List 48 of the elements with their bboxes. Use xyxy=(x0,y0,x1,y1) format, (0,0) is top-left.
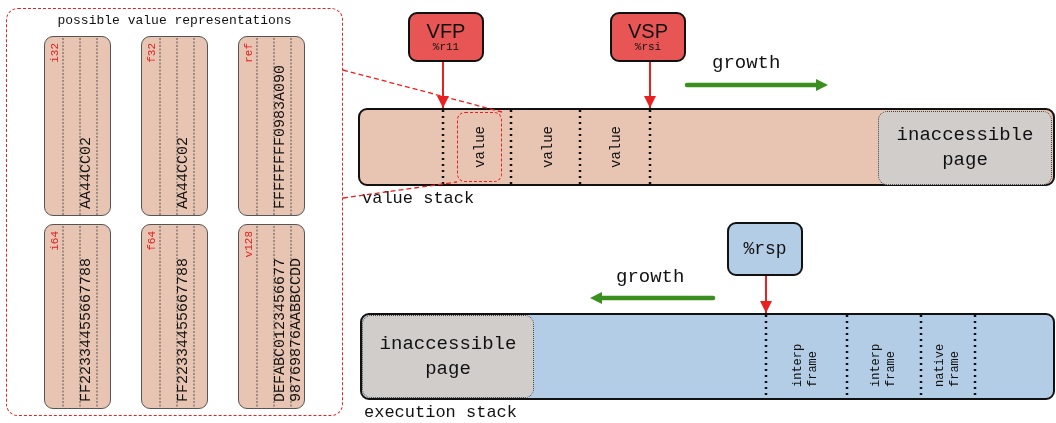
hex-value: AA44CC02 xyxy=(79,137,95,209)
value-card xyxy=(238,36,305,216)
type-tag: ref xyxy=(243,43,255,63)
frame-label: interp frame xyxy=(869,342,899,387)
register-alias: %r11 xyxy=(432,40,460,54)
panel-title: possible value representations xyxy=(56,13,293,28)
register-name: VFP xyxy=(426,20,466,41)
hex-value: DEFABC0123456677 98769876AABBCCDD xyxy=(273,256,305,402)
growth-label: growth xyxy=(616,266,685,288)
pointer-arrow xyxy=(760,275,772,314)
inaccessible-page xyxy=(362,315,534,398)
hex-value: FFFFFFFF0983A090 xyxy=(273,64,289,209)
register-alias: %rsi xyxy=(634,40,662,54)
value-card xyxy=(44,224,111,409)
register-box xyxy=(610,12,686,62)
type-tag: f64 xyxy=(146,231,158,251)
zoom-line xyxy=(342,181,458,199)
register-name: VSP xyxy=(628,20,668,41)
register-box xyxy=(408,12,484,62)
value-card xyxy=(44,36,111,216)
pointer-arrow xyxy=(644,61,656,109)
zoom-line xyxy=(342,69,503,113)
frame-label: interp frame xyxy=(791,342,821,387)
slot-label: value xyxy=(540,126,556,168)
hex-value: AA44CC02 xyxy=(176,137,192,209)
highlight-box xyxy=(457,112,502,182)
value-card xyxy=(141,36,208,216)
type-tag: i64 xyxy=(49,231,61,251)
slot-label: value xyxy=(608,126,624,168)
type-tag: i32 xyxy=(49,43,61,63)
value-card xyxy=(141,224,208,409)
type-tag: v128 xyxy=(243,231,255,258)
type-tag: f32 xyxy=(146,43,158,63)
register-name: %rsp xyxy=(743,239,787,259)
page-label: inaccessible page xyxy=(378,331,518,382)
page-label: inaccessible page xyxy=(895,123,1035,173)
register-box xyxy=(727,222,803,276)
growth-label: growth xyxy=(712,52,781,74)
inaccessible-page xyxy=(878,111,1052,185)
pointer-arrow xyxy=(437,61,449,109)
stack-label: value stack xyxy=(362,189,475,208)
stack-label: execution stack xyxy=(364,403,518,422)
value-card xyxy=(238,224,305,409)
slot-label: value xyxy=(471,126,488,168)
zoom-panel xyxy=(6,8,343,416)
hex-value: FF22334455667788 xyxy=(79,257,95,402)
frame-label: native frame xyxy=(933,342,963,387)
hex-value: FF22334455667788 xyxy=(176,257,192,402)
